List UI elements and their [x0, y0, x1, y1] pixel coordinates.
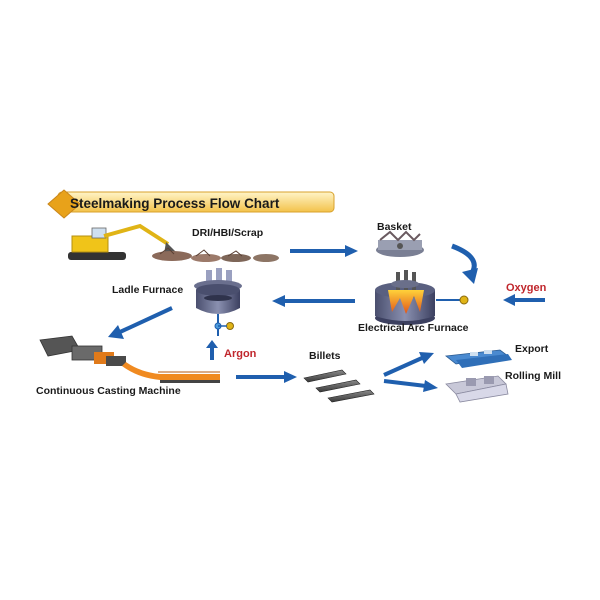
label-scrap: DRI/HBI/Scrap	[192, 227, 264, 239]
arrow-basket-to-furnace	[451, 243, 478, 284]
label-argon: Argon	[224, 348, 257, 360]
label-ladle-furnace: Ladle Furnace	[112, 284, 184, 296]
label-electrical-arc-furnace: Electrical Arc Furnace	[358, 322, 469, 334]
continuous-casting-machine-icon	[39, 335, 220, 383]
label-billets: Billets	[309, 350, 341, 362]
arrow-scrap-to-basket	[290, 245, 358, 257]
arrow-argon-in	[206, 340, 218, 360]
rolling-mill-icon	[445, 375, 509, 403]
label-basket: Basket	[377, 221, 412, 233]
valve-icon	[459, 295, 469, 305]
excavator-icon	[68, 223, 176, 260]
billets-icon	[303, 369, 375, 403]
label-continuous-casting-machine: Continuous Casting Machine	[36, 385, 181, 397]
electric-arc-furnace-icon	[375, 270, 469, 325]
arrow-ladle-to-casting	[108, 306, 173, 339]
export-icon	[444, 349, 512, 368]
ladle-furnace-icon	[194, 268, 242, 336]
arrow-furnace-to-ladle	[272, 295, 355, 307]
label-oxygen: Oxygen	[506, 282, 547, 294]
label-export: Export	[515, 343, 549, 355]
arrow-casting-to-billets	[236, 371, 297, 383]
scrap-pile-icon	[152, 247, 279, 262]
diagram-title: Steelmaking Process Flow Chart	[70, 196, 280, 211]
basket-icon	[376, 230, 424, 257]
label-rolling-mill: Rolling Mill	[505, 370, 561, 382]
valve-icon	[226, 322, 234, 330]
arrow-billets-to-export	[383, 352, 434, 377]
arrow-oxygen-in	[503, 294, 545, 306]
diamond-icon	[47, 189, 81, 219]
title-banner	[47, 189, 335, 219]
arrow-billets-to-rolling-mill	[383, 379, 438, 392]
